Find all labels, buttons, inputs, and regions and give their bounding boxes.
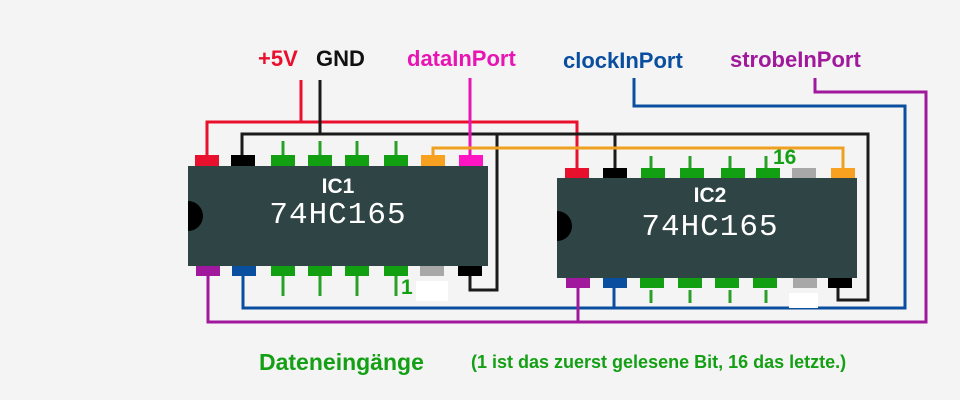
ic2-body [557, 178, 857, 278]
ic2-pin-data [753, 278, 777, 288]
ic2-pin-gnd-top [603, 168, 627, 178]
ic2-pin-data [640, 278, 664, 288]
ic1-pin-data [308, 155, 332, 166]
ic2-part-number: 74HC165 [641, 210, 779, 245]
ic1-pin-data [384, 155, 408, 166]
ic1-pin-data [308, 266, 332, 276]
ic2-pin-vcc [565, 168, 589, 178]
ic1-pin-data [345, 155, 369, 166]
strobe-in-wire [206, 78, 928, 324]
first-bit-marker: 1 [401, 276, 413, 299]
ic1-pin-data [271, 266, 295, 276]
wires [205, 78, 928, 324]
ic1-chip [188, 155, 488, 301]
strobe-in-port-label: strobeInPort [730, 47, 861, 72]
ic1-pin-gnd-bottom [458, 266, 482, 276]
ic2-pin-strobe [566, 278, 590, 288]
ic1-name: IC1 [321, 175, 355, 198]
clock-in-port-label: clockInPort [563, 48, 683, 73]
clock-in-wire [241, 78, 907, 310]
ic2-pin-data [721, 168, 745, 178]
ic1-pin-data [271, 155, 295, 166]
serial-link-wire [431, 146, 845, 172]
data-in-port-label: dataInPort [407, 46, 516, 71]
ic2-pin-clock [603, 278, 627, 288]
ic2-pin-data [756, 168, 780, 178]
ic1-notch-icon [188, 201, 203, 231]
ic1-pin-strobe [196, 266, 220, 276]
gnd-wire-ic1-pin8 [468, 134, 499, 292]
ic1-white-patch [416, 281, 448, 301]
vcc-label: +5V [258, 46, 298, 71]
ic2-white-patch [789, 293, 818, 308]
caption-note: (1 ist das zuerst gelesene Bit, 16 das l… [471, 352, 847, 372]
ic1-pin-serial-out [459, 155, 483, 166]
ic2-notch-icon [557, 211, 572, 241]
last-bit-marker: 16 [773, 146, 797, 169]
ic1-body [188, 166, 488, 266]
ic2-pin-gnd-bottom [828, 278, 852, 288]
vcc-wire [205, 80, 303, 160]
ic2-pin-data [641, 168, 665, 178]
gnd-wire-right [615, 132, 870, 302]
ic1-part-number: 74HC165 [269, 198, 407, 233]
ic1-pin-unused [420, 266, 444, 276]
ic1-pin-data [345, 266, 369, 276]
ic2-pin-unused [792, 168, 816, 178]
ic2-pin-data [680, 168, 704, 178]
ic2-pin-data [678, 278, 702, 288]
ic2-pin-serial-out [831, 168, 855, 178]
gnd-label: GND [316, 46, 365, 71]
gnd-wire [240, 80, 322, 160]
caption-title: Dateneingänge [259, 349, 424, 375]
ic1-pin-serial-in [421, 155, 445, 166]
ic2-pin-unused [793, 278, 817, 288]
data-input-stubs [281, 141, 768, 303]
ic1-pin-gnd-top [231, 155, 255, 166]
ic2-pin-data [715, 278, 739, 288]
ic1-pin-data [384, 266, 408, 276]
ic2-chip [557, 168, 857, 308]
ic1-pin-vcc [195, 155, 219, 166]
vcc-wire-ic2 [301, 120, 579, 172]
ic1-pin-clock [232, 266, 256, 276]
ic2-name: IC2 [693, 184, 727, 207]
